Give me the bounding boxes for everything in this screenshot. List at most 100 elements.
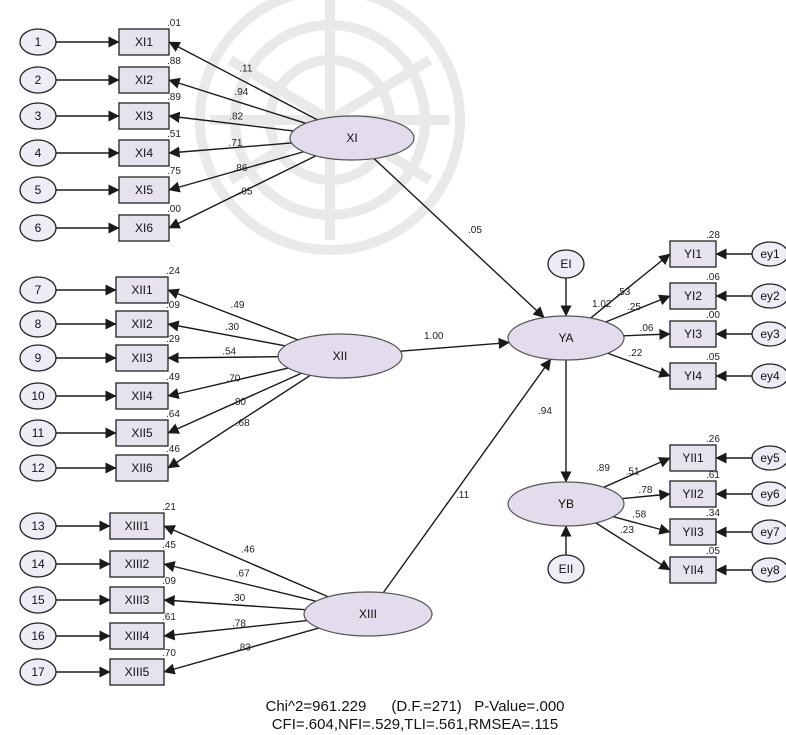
path-xi-ya xyxy=(373,158,545,319)
latent-label: YB xyxy=(558,497,574,511)
loading-path-yi3 xyxy=(623,328,671,341)
r-squared-label: .89 xyxy=(596,463,610,474)
loading-path-xii2 xyxy=(167,320,286,347)
loading-path-xi3 xyxy=(168,111,294,132)
indicator-label: XI5 xyxy=(135,183,153,197)
loading-label: .30 xyxy=(225,322,239,333)
r-squared-label: .46 xyxy=(166,444,180,455)
loading-path-yi1 xyxy=(590,253,671,319)
indicator-label: XI3 xyxy=(135,109,153,123)
error-term-label: ey8 xyxy=(760,563,780,577)
indicator-label: XIII5 xyxy=(125,665,150,679)
indicator-label: XII1 xyxy=(131,283,153,297)
loading-label: .82 xyxy=(229,111,243,122)
r-squared-label: .09 xyxy=(166,300,180,311)
r-squared-label: .28 xyxy=(706,230,720,241)
error-term-label: 16 xyxy=(31,629,45,643)
error-term-ey4 xyxy=(751,363,786,389)
indicator-xii4 xyxy=(115,382,169,410)
indicator-yii1 xyxy=(669,444,717,472)
indicator-xii2 xyxy=(115,310,169,338)
error-term-5 xyxy=(19,176,57,204)
loading-label: .86 xyxy=(234,163,248,174)
indicator-label: XI1 xyxy=(135,35,153,49)
latent-label: YA xyxy=(558,331,573,345)
error-term-4 xyxy=(19,139,57,167)
indicator-yii4 xyxy=(669,556,717,584)
loading-path-xiii4 xyxy=(163,619,308,641)
r-squared-label: .01 xyxy=(167,18,181,29)
loading-label: .78 xyxy=(232,619,246,630)
disturbance-label: EI xyxy=(560,257,571,271)
fit-line-2: CFI=.604,NFI=.529,TLI=.561,RMSEA=.115 xyxy=(272,716,559,733)
loading-label: .54 xyxy=(222,346,236,357)
error-term-label: 12 xyxy=(31,461,45,475)
loading-label: .49 xyxy=(231,300,245,311)
path-coefficient-label: .05 xyxy=(468,225,482,236)
error-term-label: 8 xyxy=(35,317,42,331)
error-term-label: ey1 xyxy=(760,247,780,261)
loading-path-xii6 xyxy=(167,374,311,469)
error-term-ey3 xyxy=(751,321,786,347)
loading-label: .70 xyxy=(226,373,240,384)
loading-path-xiii1 xyxy=(163,525,329,598)
loading-label: .06 xyxy=(640,323,654,334)
r-squared-label: .89 xyxy=(167,92,181,103)
loading-path-yi4 xyxy=(607,352,671,378)
indicator-xiii4 xyxy=(109,622,165,650)
path-coefficient-label: .94 xyxy=(538,406,552,417)
path-coefficient-label: .11 xyxy=(456,490,470,501)
loading-path-yii1 xyxy=(603,457,671,488)
indicator-label: XII3 xyxy=(131,351,153,365)
loading-path-xiii5 xyxy=(163,627,319,675)
error-term-10 xyxy=(19,382,57,410)
error-term-label: 10 xyxy=(31,389,45,403)
loading-label: .46 xyxy=(241,545,255,556)
error-term-16 xyxy=(19,622,57,650)
error-term-12 xyxy=(19,454,57,482)
loading-label: .94 xyxy=(234,87,248,98)
error-term-ey8 xyxy=(751,557,786,583)
latent-xiii xyxy=(303,591,433,637)
error-term-label: 4 xyxy=(35,146,42,160)
indicator-label: XII2 xyxy=(131,317,153,331)
r-squared-label: .49 xyxy=(166,372,180,383)
path-xiii-ya xyxy=(382,358,552,594)
loading-label: .83 xyxy=(237,643,251,654)
r-squared-label: .64 xyxy=(166,409,180,420)
indicator-xiii1 xyxy=(109,512,165,540)
indicator-yii2 xyxy=(669,480,717,508)
error-term-6 xyxy=(19,214,57,242)
loading-path-yii2 xyxy=(622,489,671,501)
indicator-label: XI6 xyxy=(135,221,153,235)
r-squared-label: .29 xyxy=(166,334,180,345)
indicator-label: YI3 xyxy=(684,327,702,341)
loading-label: .51 xyxy=(626,467,640,478)
loading-path-xi2 xyxy=(168,77,306,125)
error-term-label: 11 xyxy=(32,426,45,440)
error-term-label: 13 xyxy=(31,519,45,533)
indicator-label: YI2 xyxy=(684,289,702,303)
error-term-label: 3 xyxy=(35,109,42,123)
indicator-label: XII6 xyxy=(131,461,153,475)
loading-label: .68 xyxy=(236,418,250,429)
r-squared-label: .06 xyxy=(706,272,720,283)
r-squared-label: .09 xyxy=(162,576,176,587)
r-squared-label: 1.02 xyxy=(592,299,612,310)
r-squared-label: .88 xyxy=(167,56,181,67)
fit-line-1: Chi^2=961.229 (D.F.=271) P-Value=.000 xyxy=(265,698,564,715)
r-squared-label: .34 xyxy=(706,508,720,519)
loading-label: .58 xyxy=(632,509,646,520)
loading-label: .23 xyxy=(620,525,634,536)
indicator-label: XIII4 xyxy=(125,629,150,643)
edges-layer xyxy=(56,36,752,678)
r-squared-label: .00 xyxy=(706,310,720,321)
loading-label: .71 xyxy=(228,138,242,149)
indicator-label: YII1 xyxy=(682,451,704,465)
indicator-xi2 xyxy=(118,66,170,94)
loading-label: .05 xyxy=(239,187,253,198)
loading-label: .22 xyxy=(628,348,642,359)
path-coefficient-label: 1.00 xyxy=(424,331,444,342)
error-term-label: 1 xyxy=(35,35,42,49)
latent-xi xyxy=(289,115,415,161)
